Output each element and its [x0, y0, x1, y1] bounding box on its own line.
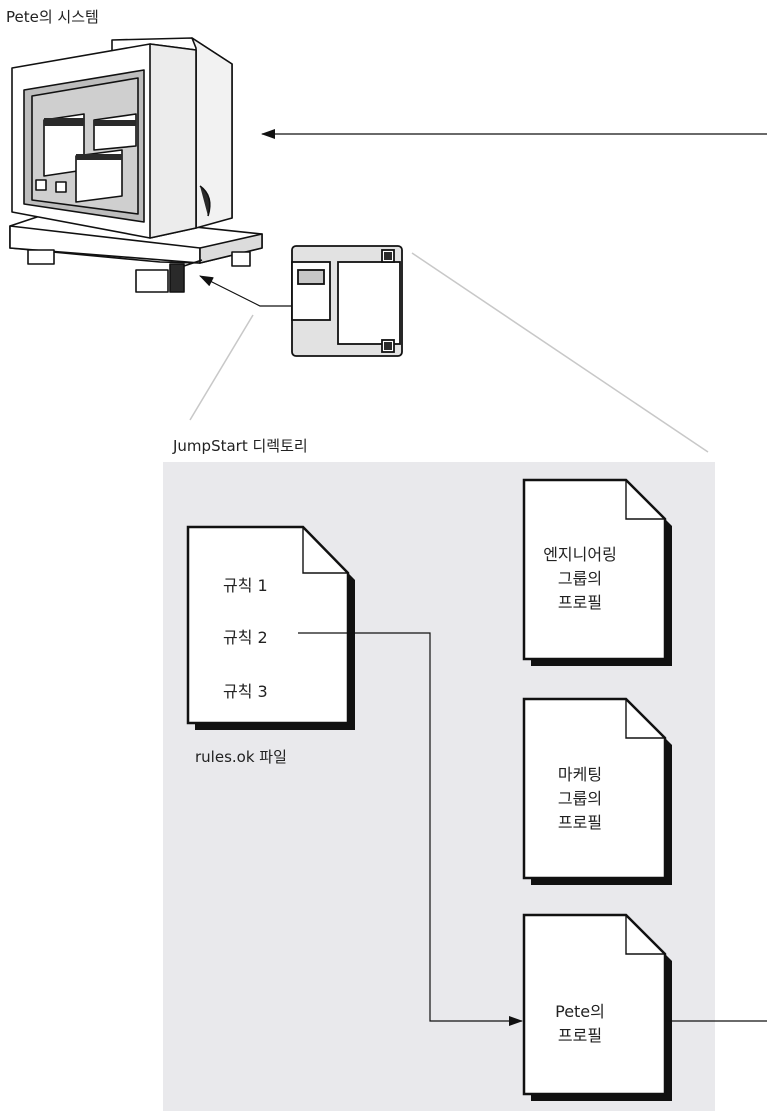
engineering-profile-line-3: 프로필: [557, 593, 603, 612]
marketing-profile-line-3: 프로필: [557, 813, 603, 832]
rule-3: 규칙 3: [223, 682, 268, 701]
rule2-to-pete-profile-arrow: [298, 632, 523, 1026]
pete-profile-label: Pete의 프로필: [510, 1000, 650, 1048]
floppy-disk-icon: [291, 245, 403, 357]
pete-profile-line-2: 프로필: [557, 1026, 603, 1045]
zoom-line-left: [189, 314, 254, 421]
rules-ok-document: [186, 525, 355, 730]
engineering-profile-line-2: 그룹의: [557, 569, 603, 588]
marketing-profile-line-1: 마케팅: [557, 765, 603, 784]
computer-icon: [9, 37, 263, 293]
rule-2: 규칙 2: [223, 628, 268, 647]
marketing-profile-document: [522, 697, 672, 885]
system-label: Pete의 시스템: [6, 8, 99, 26]
marketing-profile-line-2: 그룹의: [557, 789, 603, 808]
engineering-profile-label: 엔지니어링 그룹의 프로필: [510, 543, 650, 615]
zoom-line-right: [411, 252, 709, 453]
marketing-profile-label: 마케팅 그룹의 프로필: [510, 763, 650, 835]
engineering-profile-document: [522, 478, 672, 666]
jumpstart-directory-label: JumpStart 디렉토리: [173, 437, 308, 455]
pete-profile-document: [522, 913, 672, 1101]
rule-1: 규칙 1: [223, 576, 268, 595]
engineering-profile-line-1: 엔지니어링: [543, 545, 617, 564]
floppy-to-computer-arrow: [199, 275, 292, 307]
rules-file-label: rules.ok 파일: [195, 748, 287, 766]
pete-profile-line-1: Pete의: [555, 1002, 605, 1021]
